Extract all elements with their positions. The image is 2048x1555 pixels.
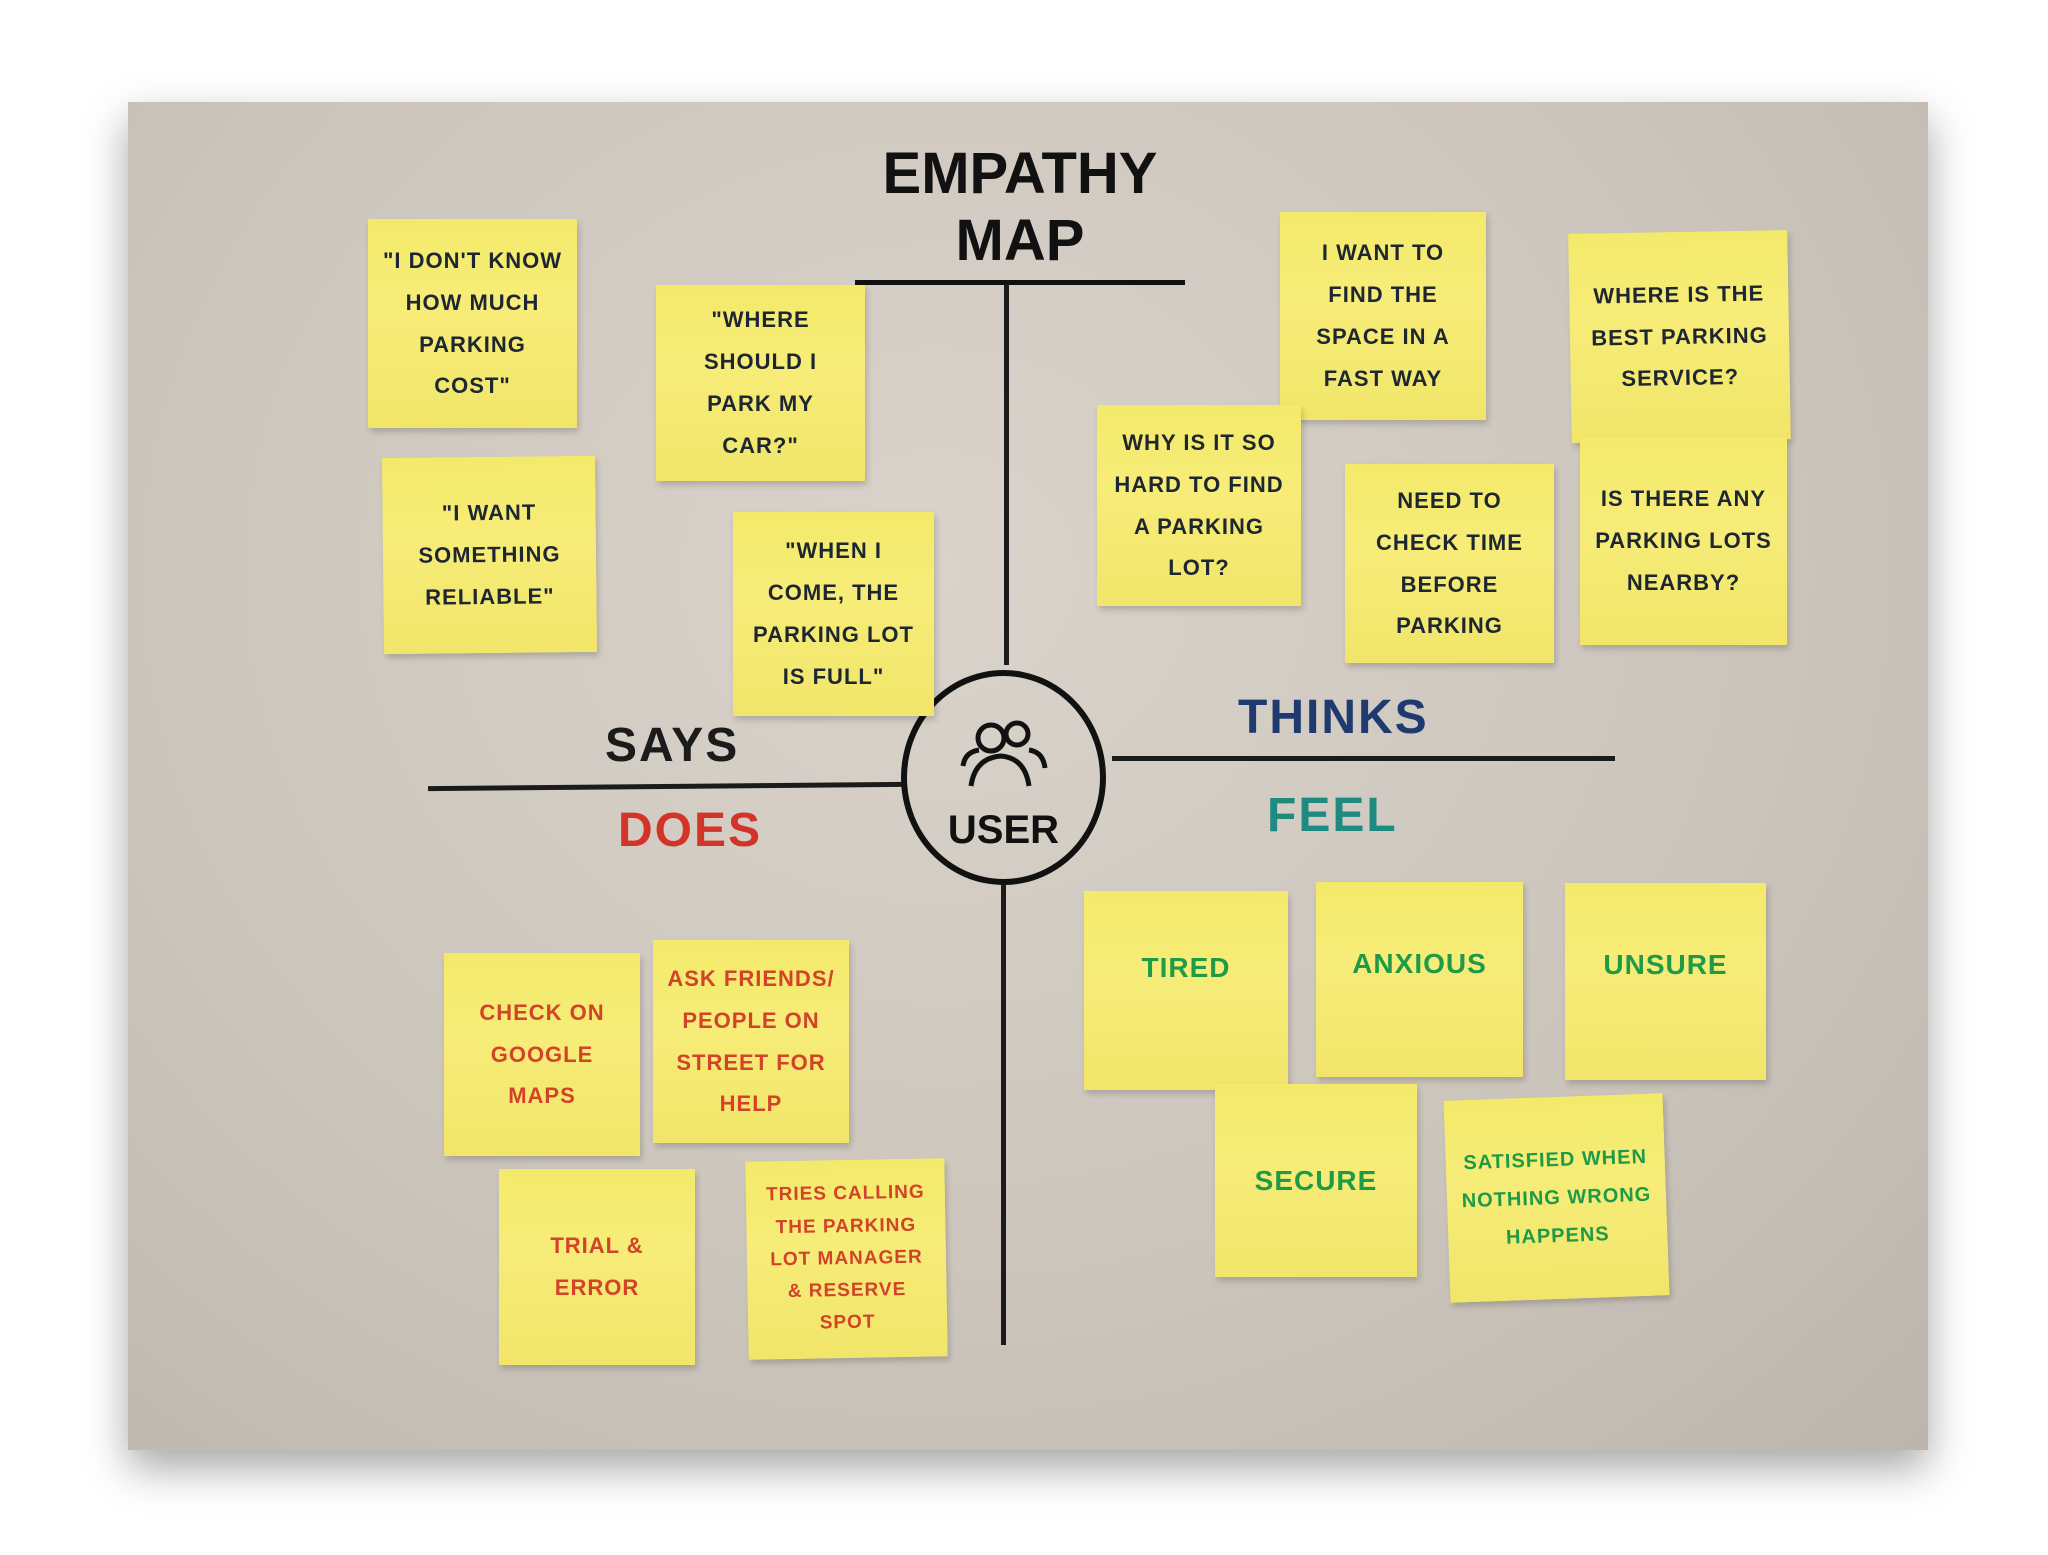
vertical-axis: [1004, 285, 1009, 665]
says-label: SAYS: [605, 719, 740, 772]
thinks-label: THINKS: [1238, 691, 1429, 744]
sticky-note-thinks: I want to find the space in a fast way: [1280, 212, 1486, 420]
does-label: DOES: [618, 804, 763, 857]
user-circle: USER: [901, 670, 1106, 885]
vertical-axis: [1001, 885, 1006, 1345]
sticky-note-does: Tries calling the parking lot manager & …: [745, 1158, 948, 1360]
sticky-note-says: "I don't know how much parking cost": [368, 219, 577, 428]
sticky-note-does: Trial & error: [499, 1169, 695, 1365]
sticky-note-feel: Unsure: [1565, 883, 1766, 1080]
sticky-note-does: Ask friends/ people on street for help: [653, 940, 849, 1143]
sticky-note-says: "Where should I park my car?": [656, 285, 865, 481]
sticky-note-feel: Tired: [1084, 891, 1288, 1090]
sticky-note-thinks: Is there any parking lots nearby?: [1580, 437, 1787, 645]
feel-label: FEEL: [1267, 789, 1398, 842]
sticky-note-thinks: Need to check time before parking: [1345, 464, 1554, 663]
user-label: USER: [947, 808, 1060, 852]
sticky-note-thinks: Why is it so hard to find a parking lot?: [1097, 405, 1301, 606]
sticky-note-does: Check on Google Maps: [444, 953, 640, 1156]
sticky-note-feel: Anxious: [1316, 882, 1523, 1077]
sticky-note-thinks: Where is the best parking service?: [1568, 230, 1791, 443]
sticky-note-says: "I want something reliable": [381, 455, 598, 655]
horizontal-axis: [1112, 756, 1615, 761]
users-icon: [960, 720, 1048, 787]
sticky-note-says: "When I come, the parking lot is full": [733, 512, 934, 716]
title: EMPATHY MAP: [855, 140, 1185, 285]
sticky-note-feel: Secure: [1215, 1084, 1417, 1277]
sticky-note-feel: Satisfied when nothing wrong happens: [1443, 1093, 1670, 1303]
